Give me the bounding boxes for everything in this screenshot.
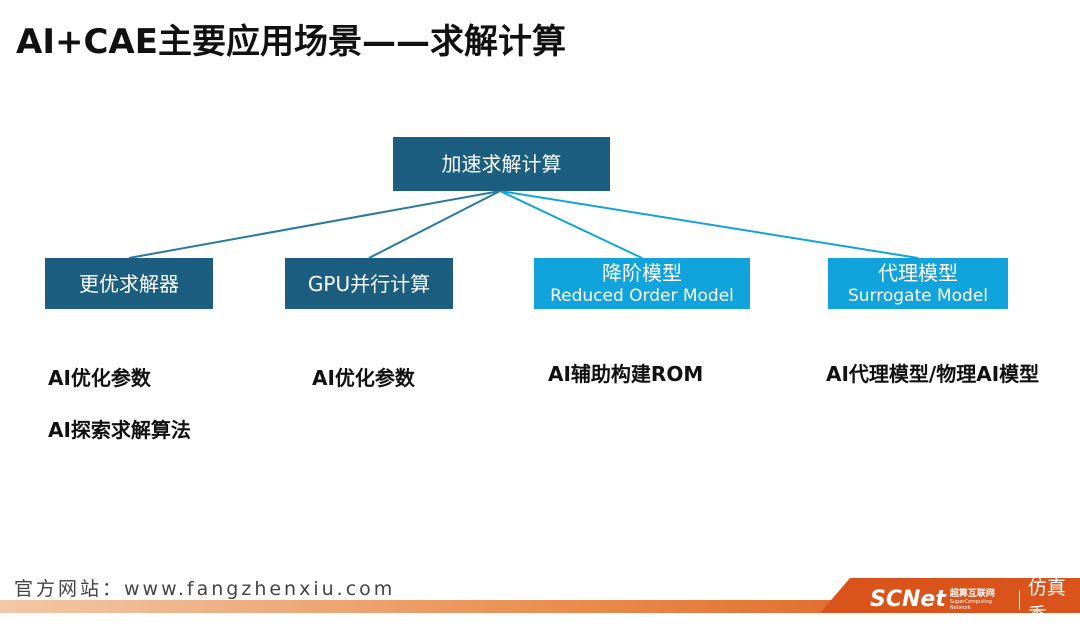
branch-node-solver: 更优求解器 — [45, 258, 213, 309]
root-node-label: 加速求解计算 — [441, 152, 562, 176]
branch-node-label: 代理模型 — [878, 260, 958, 285]
footer-band — [0, 600, 1080, 613]
branch-node-rom: 降阶模型 Reduced Order Model — [534, 258, 750, 309]
detail-item: AI辅助构建ROM — [548, 362, 704, 386]
connector-line-2 — [368, 190, 501, 259]
branch-node-label: 降阶模型 — [602, 260, 682, 285]
connector-line-4 — [499, 190, 919, 259]
root-node: 加速求解计算 — [393, 137, 610, 191]
scnet-logo-en: SuperComputing Network — [949, 598, 992, 611]
detail-item: AI探索求解算法 — [48, 418, 191, 442]
detail-item: AI代理模型/物理AI模型 — [826, 362, 1040, 386]
connector-lines — [128, 190, 919, 259]
scnet-logo-cn: 超算互联网 — [949, 588, 995, 599]
branch-node-surrogate: 代理模型 Surrogate Model — [828, 258, 1008, 309]
scnet-logo-text: SCNet — [870, 587, 946, 612]
branch-node-gpu: GPU并行计算 — [285, 258, 453, 309]
footer-website: 官方网站：www.fangzhenxiu.com — [14, 578, 396, 600]
brand-logo-text: 仿真秀 — [1027, 576, 1066, 626]
detail-item: AI优化参数 — [48, 366, 151, 390]
connector-line-1 — [128, 190, 501, 259]
connector-line-3 — [499, 190, 643, 259]
branch-node-label: 更优求解器 — [79, 271, 179, 296]
scnet-logo: SCNet 超算互联网 SuperComputing Network 仿真秀 — [870, 577, 1080, 626]
slide-title: AI+CAE主要应用场景——求解计算 — [16, 22, 566, 62]
footer-logo-background — [820, 578, 1080, 613]
branch-node-label: GPU并行计算 — [307, 271, 431, 296]
branch-node-sublabel: Surrogate Model — [847, 285, 989, 306]
branch-node-sublabel: Reduced Order Model — [550, 285, 734, 306]
logo-divider — [1018, 589, 1020, 610]
scnet-logo-subtitle: 超算互联网 SuperComputing Network — [950, 589, 1009, 611]
detail-item: AI优化参数 — [312, 366, 415, 390]
